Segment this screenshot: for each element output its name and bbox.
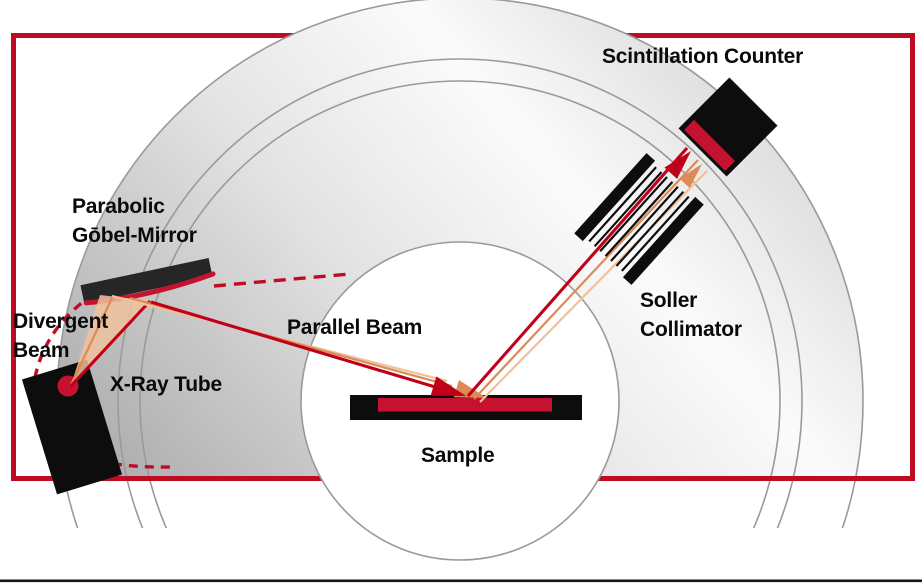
divergent-ray-red	[68, 299, 152, 389]
ring-surface	[57, 0, 863, 478]
collimator-plate	[604, 181, 674, 257]
label-xray-tube: X-Ray Tube	[110, 373, 222, 396]
xray-tube	[21, 359, 123, 495]
counter-window	[684, 119, 736, 171]
ring-arc-outer	[117, 58, 803, 528]
parallel-ray-red	[150, 300, 453, 394]
diffracted-ray-orange	[473, 159, 699, 400]
label-scintillation-counter: Scintillation Counter	[602, 45, 804, 68]
label-parabolic-goebel-mirror: Parabolic Gōbel-Mirror	[72, 192, 197, 250]
detector-arrowhead-red	[664, 151, 691, 179]
collimator-plate	[621, 195, 690, 272]
collimator-plate	[599, 176, 668, 253]
label-parallel-beam: Parallel Beam	[287, 316, 423, 339]
soller-collimator	[574, 153, 704, 285]
collimator-outer-plate-bottom	[622, 196, 704, 285]
diffracted-ray-peach	[479, 170, 708, 403]
label-soller-line2: Collimator	[640, 318, 742, 341]
mirror-axis-dashed-line	[213, 272, 351, 288]
goniometer-ring	[57, 0, 863, 478]
ring-arc-inner	[139, 80, 781, 528]
incident-arrowhead-red	[430, 376, 466, 396]
collimator-plate	[615, 190, 685, 267]
sample-holder	[350, 395, 582, 420]
label-sample: Sample	[421, 444, 495, 467]
beam-paths	[68, 146, 708, 403]
label-soller-line1: Soller	[640, 289, 698, 312]
collimator-plate	[593, 171, 663, 248]
scintillation-counter	[678, 77, 778, 177]
diffracted-ray-red	[466, 146, 689, 398]
label-divergent-line2: Beam	[13, 339, 70, 362]
label-soller-collimator: Soller Collimator	[640, 286, 742, 344]
sample-surface	[378, 398, 552, 412]
divergence-dashed-arc	[31, 292, 171, 469]
divergent-ray-orange	[69, 295, 114, 388]
collimator-plate	[588, 166, 657, 243]
label-divergent-line1: Divergent	[13, 310, 109, 333]
collimator-outer-plate-top	[574, 153, 656, 242]
label-parabolic-line1: Parabolic	[72, 195, 165, 218]
collimator-plate	[610, 185, 679, 262]
xray-tube-body	[21, 359, 123, 495]
mirror-body	[80, 257, 213, 304]
label-parabolic-line2: Gōbel-Mirror	[72, 224, 197, 247]
detector-arrowhead-orange	[679, 164, 702, 188]
label-divergent-beam: Divergent Beam	[13, 307, 108, 365]
bottom-rule	[0, 579, 922, 583]
counter-body	[678, 77, 778, 177]
